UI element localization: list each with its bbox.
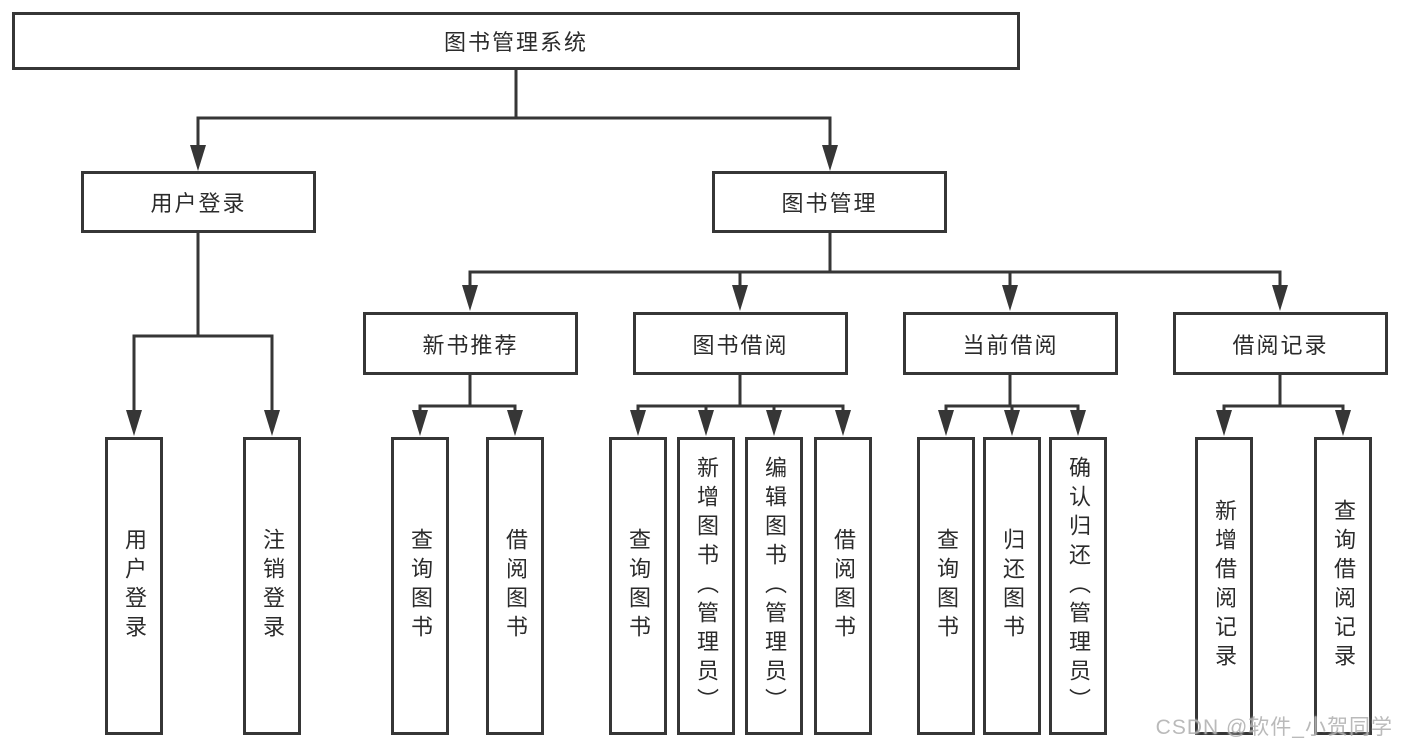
leaf-logout: 注销登录 — [243, 437, 301, 735]
leaf-edit-book-admin-label: 编辑图书（管理员） — [762, 455, 787, 717]
node-book-borrow-label: 图书借阅 — [692, 332, 789, 358]
leaf-query-borrow-record: 查询借阅记录 — [1314, 437, 1372, 735]
leaf-return-book-label: 归还图书 — [1000, 528, 1025, 644]
node-user-login: 用户登录 — [81, 171, 316, 233]
leaf-query-books-current-label: 查询图书 — [934, 528, 959, 644]
arrowheads — [126, 145, 1351, 436]
leaf-add-book-admin: 新增图书（管理员） — [677, 437, 735, 735]
leaf-confirm-return-admin-label: 确认归还（管理员） — [1066, 455, 1091, 717]
node-book-borrow: 图书借阅 — [633, 312, 848, 375]
leaf-borrow-books: 借阅图书 — [814, 437, 872, 735]
node-library-system-label: 图书管理系统 — [443, 30, 588, 55]
leaf-confirm-return-admin: 确认归还（管理员） — [1049, 437, 1107, 735]
leaf-logout-label: 注销登录 — [260, 528, 285, 644]
leaf-add-book-admin-label: 新增图书（管理员） — [694, 455, 719, 717]
leaf-user-login-label: 用户登录 — [122, 528, 147, 644]
leaf-query-books-current: 查询图书 — [917, 437, 975, 735]
node-borrow-records-label: 借阅记录 — [1232, 332, 1329, 358]
node-book-management: 图书管理 — [712, 171, 947, 233]
leaf-return-book: 归还图书 — [983, 437, 1041, 735]
leaf-user-login: 用户登录 — [105, 437, 163, 735]
leaf-query-borrow-record-label: 查询借阅记录 — [1331, 499, 1356, 673]
node-new-book-recommend: 新书推荐 — [363, 312, 578, 375]
node-book-management-label: 图书管理 — [781, 191, 878, 216]
leaf-query-books-borrow: 查询图书 — [609, 437, 667, 735]
node-current-borrow-label: 当前借阅 — [962, 332, 1059, 358]
node-borrow-records: 借阅记录 — [1173, 312, 1388, 375]
leaf-add-borrow-record: 新增借阅记录 — [1195, 437, 1253, 735]
node-user-login-label: 用户登录 — [150, 191, 247, 216]
leaf-add-borrow-record-label: 新增借阅记录 — [1212, 499, 1237, 673]
leaf-borrow-books-recommend-label: 借阅图书 — [503, 528, 528, 644]
csdn-watermark: CSDN @软件_小贺同学 — [1155, 716, 1393, 739]
node-current-borrow: 当前借阅 — [903, 312, 1118, 375]
leaf-query-books-recommend-label: 查询图书 — [408, 528, 433, 644]
leaf-edit-book-admin: 编辑图书（管理员） — [745, 437, 803, 735]
node-library-system: 图书管理系统 — [12, 12, 1020, 70]
leaf-query-books-recommend: 查询图书 — [391, 437, 449, 735]
leaf-query-books-borrow-label: 查询图书 — [626, 528, 651, 644]
leaf-borrow-books-label: 借阅图书 — [831, 528, 856, 644]
node-new-book-recommend-label: 新书推荐 — [422, 332, 519, 358]
leaf-borrow-books-recommend: 借阅图书 — [486, 437, 544, 735]
